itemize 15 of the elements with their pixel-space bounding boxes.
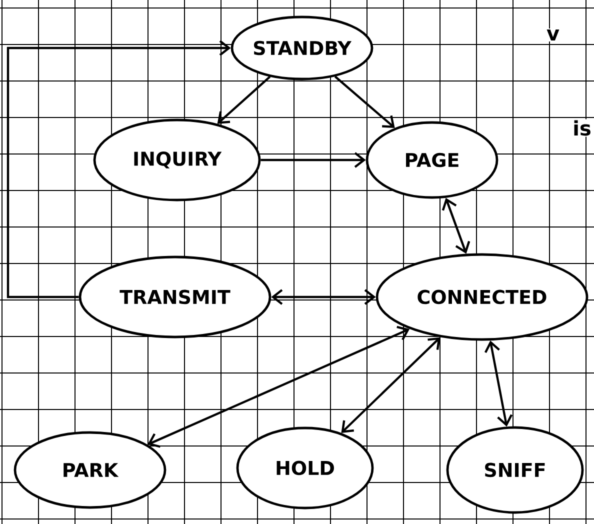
arrow [341,337,440,433]
arrow [442,198,470,254]
arrow [334,76,395,128]
arrow [271,289,376,305]
arrow [217,76,271,124]
arrow [6,40,231,298]
arrow [484,340,513,427]
node-label: PARK [64,463,119,477]
note-text: v [545,28,561,42]
note-text: is [572,119,592,137]
node-label: CONNECTED [418,290,546,304]
node-label: HOLD [276,460,334,476]
arrow [148,326,410,448]
node-label: SNIFF [485,462,545,478]
arrow [260,152,366,168]
